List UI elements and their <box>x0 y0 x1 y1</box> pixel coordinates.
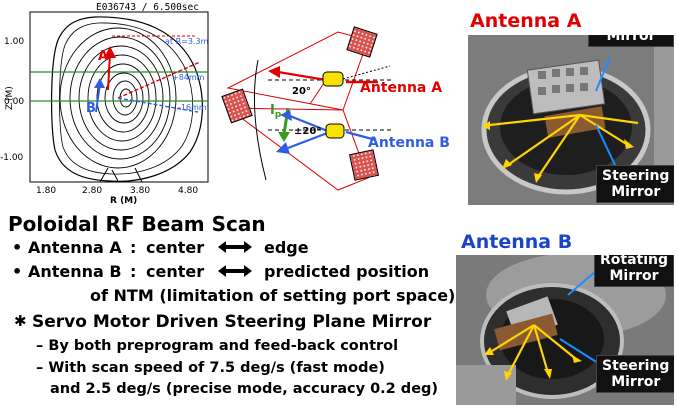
servo-heading-row: ✱ Servo Motor Driven Steering Plane Mirr… <box>8 312 455 338</box>
sub-item-2-cont: and 2.5 deg/s (precise mode, accuracy 0.… <box>50 381 439 397</box>
callout-focusing-mirror: Focusing Mirror <box>588 35 674 47</box>
antenna-a-horn-icon <box>322 71 344 87</box>
bullet-a-colon: : <box>130 238 137 257</box>
beam-b-arrow <box>95 83 101 113</box>
bullet-dot-a: • <box>12 238 23 257</box>
antenna-a-axis <box>342 65 391 80</box>
vessel-outline <box>50 16 203 182</box>
antenna-a-beam <box>277 70 327 82</box>
angle-a: 20° <box>292 86 311 97</box>
antenna-b-label: Antenna B <box>368 135 450 151</box>
vessel-inner-wall <box>59 22 194 175</box>
callout-steering-mirror-a: Steering Mirror <box>596 165 674 203</box>
antenna-b-envelope <box>226 107 369 191</box>
antenna-a-label: Antenna A <box>360 80 442 96</box>
asterisk-icon: ✱ <box>14 312 27 330</box>
photo-antenna-b: Rotating Mirror Steering Mirror <box>456 255 674 405</box>
antenna-b-pointer <box>345 130 377 142</box>
mirror-block-bottom <box>348 149 380 181</box>
bidirectional-arrow-icon-a <box>218 239 252 259</box>
beam-a-arrowhead <box>104 46 116 58</box>
antenna-b-beam-up <box>289 114 331 134</box>
flux-surfaces <box>59 27 177 169</box>
angle-b: ±20° <box>294 126 321 137</box>
antenna-b-beam <box>287 130 331 150</box>
servo-heading: Servo Motor Driven Steering Plane Mirror <box>32 312 432 332</box>
label-a: A <box>98 49 108 64</box>
y-tick-bottom: -1.00 <box>0 153 24 163</box>
y-tick-top: 1.00 <box>4 37 24 47</box>
bullet-b-colon: : <box>130 262 137 281</box>
bullet-b-to: predicted position <box>264 262 430 281</box>
antenna-a-envelope <box>226 31 369 111</box>
antenna-b-horn-icon <box>325 123 345 139</box>
beam-a-arrow <box>107 53 111 91</box>
beam-a-line <box>117 61 201 99</box>
annotation-upper: +84mm <box>172 73 205 82</box>
bidirectional-arrow-icon-b <box>218 263 252 283</box>
x-tick-3: 3.80 <box>130 186 150 196</box>
bullet-b-continuation: of NTM (limitation of setting port space… <box>90 286 456 305</box>
bullet-b-from: center <box>146 262 205 281</box>
photo-antenna-a: Focusing Mirror Steering Mirror <box>468 35 674 205</box>
photo-b-title: Antenna B <box>461 231 573 253</box>
beam-b-arrowhead <box>94 78 105 88</box>
equilibrium-plot: E036743 / 6.500sec A B at R=3.3m +84mm -… <box>0 2 209 205</box>
label-b: B <box>86 101 96 116</box>
x-tick-2: 2.80 <box>82 186 102 196</box>
annotation-r: at R=3.3m <box>165 37 209 46</box>
plasma-arc <box>253 59 267 181</box>
heading: Poloidal RF Beam Scan <box>8 212 266 236</box>
bullet-dot-b: • <box>12 262 23 281</box>
plot-header: E036743 / 6.500sec <box>96 2 199 13</box>
x-axis-label: R (M) <box>110 196 137 205</box>
bullet-a-to: edge <box>264 238 309 257</box>
mirror-block-top <box>346 26 378 58</box>
photo-antenna-b-image <box>456 255 674 405</box>
beam-b-line <box>117 97 199 113</box>
mirror-block-left <box>221 88 253 124</box>
x-tick-4: 4.80 <box>178 186 198 196</box>
callout-steering-mirror-b: Steering Mirror <box>596 355 674 393</box>
antenna-a-beam-head <box>268 66 280 78</box>
text-block: Poloidal RF Beam Scan • Antenna A : cent… <box>8 212 455 397</box>
ip-label: Ip <box>270 103 282 120</box>
annotation-lower: -16mm <box>178 103 207 112</box>
bullet-b-label: Antenna B <box>28 262 122 281</box>
bullet-a-label: Antenna A <box>28 238 122 257</box>
photo-a-title: Antenna A <box>470 10 582 32</box>
ip-arrowhead <box>278 132 290 142</box>
bullet-antenna-a: • Antenna A : center edge <box>8 238 455 262</box>
divertor-legs <box>99 167 143 183</box>
antenna-b-beam-head <box>276 142 290 154</box>
antenna-scheme: 20° Ip ±20° Antenna A Antenna B <box>221 26 450 191</box>
y-axis-label: Z (M) <box>5 86 15 110</box>
bullet-antenna-b: • Antenna B : center predicted position <box>8 262 455 286</box>
sub-item-2-text: With scan speed of 7.5 deg/s (fast mode) <box>48 360 385 376</box>
sub-item-2: – With scan speed of 7.5 deg/s (fast mod… <box>36 360 385 376</box>
sub-item-1: – By both preprogram and feed-back contr… <box>36 338 399 354</box>
bullet-a-from: center <box>146 238 205 257</box>
antenna-b-beam-up-head <box>280 110 292 121</box>
callout-rotating-mirror: Rotating Mirror <box>594 255 674 287</box>
sub-item-1-text: By both preprogram and feed-back control <box>48 338 399 354</box>
x-tick-1: 1.80 <box>36 186 56 196</box>
y-tick-mid: 0.00 <box>4 97 24 107</box>
